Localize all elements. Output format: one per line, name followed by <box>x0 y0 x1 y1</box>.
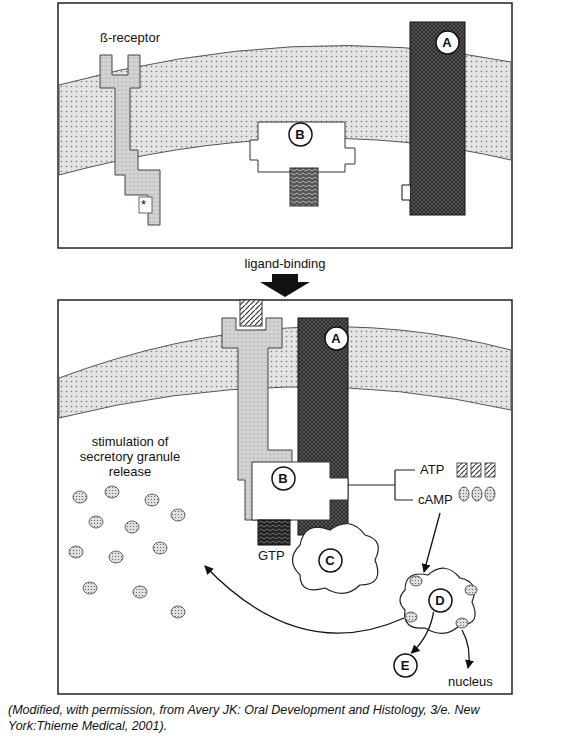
diagram-label: ATP <box>420 462 444 477</box>
figure-caption: (Modified, with permission, from Avery J… <box>8 702 528 734</box>
diagram-label: * <box>141 197 146 212</box>
letter-circle: D <box>428 588 453 613</box>
letter-circle: A <box>324 326 349 351</box>
callout-letter: B <box>271 471 296 486</box>
diagram-label: nucleus <box>448 674 493 689</box>
letter-circle: C <box>318 548 343 573</box>
diagram-label: ligand-binding <box>185 256 385 271</box>
letter-circle: B <box>271 466 296 491</box>
callout-letter: B <box>288 127 313 142</box>
diagram-label: cAMP <box>418 492 453 507</box>
diagram-label: stimulation of secretory granule release <box>66 434 194 479</box>
callout-letter: A <box>324 331 349 346</box>
callout-letter: C <box>318 553 343 568</box>
signal-arrow <box>411 612 433 653</box>
letter-circle: B <box>288 122 313 147</box>
letter-circle: A <box>435 30 460 55</box>
callout-letter: D <box>428 593 453 608</box>
callout-letter: E <box>393 658 418 673</box>
letter-circle: E <box>393 653 418 678</box>
diagram-label: GTP <box>258 548 285 563</box>
diagram-label: ß-receptor <box>100 30 160 45</box>
callout-letter: A <box>435 35 460 50</box>
